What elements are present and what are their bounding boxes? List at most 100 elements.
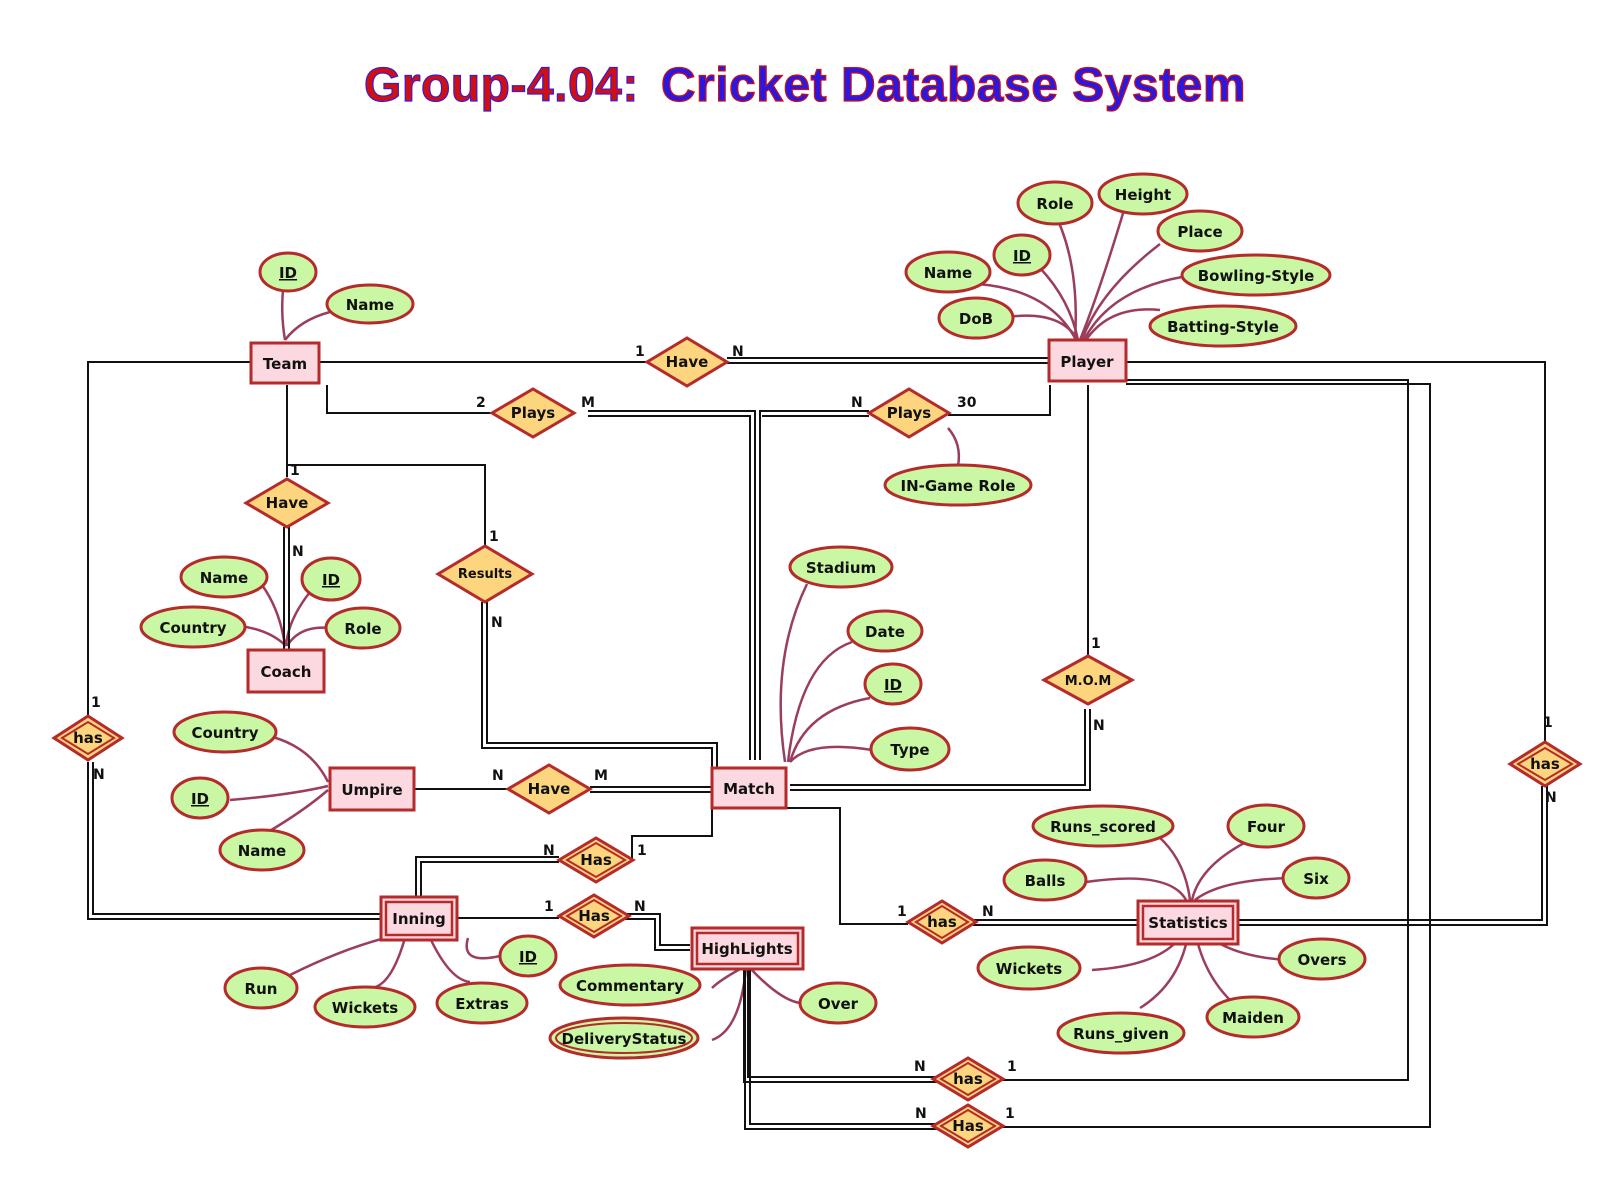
svg-text:1: 1	[489, 529, 499, 545]
entity-umpire-label: Umpire	[341, 781, 402, 799]
svg-text:Role: Role	[1036, 195, 1073, 213]
entity-team: Team	[249, 341, 321, 385]
svg-text:N: N	[93, 767, 105, 783]
svg-text:Name: Name	[924, 264, 972, 282]
relationship-lines	[87, 357, 1548, 1130]
rel-highlights-has-player-2: Has	[930, 1103, 1006, 1149]
svg-text:ID: ID	[519, 948, 537, 966]
rel-match-has-statistics: has	[905, 899, 979, 945]
attr-umpire-name: Name	[218, 828, 306, 872]
svg-text:1: 1	[1543, 715, 1553, 731]
rel-team-have-coach: Have	[243, 477, 331, 529]
svg-text:Stadium: Stadium	[806, 559, 876, 577]
rel-mom: M.O.M	[1040, 654, 1136, 706]
svg-text:N: N	[1545, 790, 1557, 806]
attr-player-height: Height	[1097, 172, 1189, 216]
attr-umpire-country: Country	[172, 710, 278, 754]
entity-match: Match	[710, 766, 788, 810]
attr-umpire-id: ID	[170, 776, 230, 820]
svg-text:Batting-Style: Batting-Style	[1167, 318, 1279, 336]
svg-text:ID: ID	[279, 264, 297, 282]
svg-text:N: N	[1093, 718, 1105, 734]
rel-highlights-has-player-1: has	[930, 1056, 1006, 1102]
svg-text:1: 1	[544, 899, 554, 915]
svg-text:Four: Four	[1247, 818, 1286, 836]
entity-player: Player	[1047, 338, 1128, 383]
svg-text:Runs_given: Runs_given	[1073, 1025, 1169, 1043]
svg-text:N: N	[292, 544, 304, 560]
attr-coach-id: ID	[300, 556, 362, 602]
rel-umpire-have-label: Have	[528, 780, 571, 798]
svg-text:1: 1	[1007, 1059, 1017, 1075]
rel-results: Results	[435, 544, 535, 604]
entity-highlights: HighLights	[690, 926, 805, 971]
attr-stats-wickets: Wickets	[976, 945, 1082, 991]
rel-player-plays-label: Plays	[887, 404, 932, 422]
attr-player-role: Role	[1016, 180, 1094, 226]
rel-inning-has-hl-label: Has	[578, 907, 610, 925]
rel-team-has-inning-label: has	[73, 729, 103, 747]
rel-team-plays-match: Plays	[489, 387, 577, 439]
svg-text:Balls: Balls	[1025, 872, 1066, 890]
svg-text:N: N	[543, 843, 555, 859]
cardinality-labels: 1 N 2 M N 30 1 N 1 N 1 N N M N 1 1 N 1 N…	[91, 344, 1557, 1122]
svg-text:N: N	[915, 1106, 927, 1122]
entity-coach-label: Coach	[260, 663, 311, 681]
rel-player-has-statistics: has	[1507, 740, 1583, 788]
svg-text:Name: Name	[238, 842, 286, 860]
attr-stats-balls: Balls	[1002, 858, 1088, 902]
attr-match-date: Date	[846, 609, 924, 653]
attr-player-batting-style: Batting-Style	[1148, 304, 1298, 348]
attr-inning-extras: Extras	[435, 981, 529, 1025]
svg-text:Place: Place	[1177, 223, 1222, 241]
svg-text:30: 30	[957, 395, 977, 411]
entity-statistics: Statistics	[1136, 899, 1240, 946]
svg-text:1: 1	[290, 463, 300, 479]
attr-inning-id: ID	[498, 934, 558, 978]
svg-text:Runs_scored: Runs_scored	[1050, 818, 1156, 836]
svg-text:DoB: DoB	[959, 310, 993, 328]
svg-text:DeliveryStatus: DeliveryStatus	[562, 1030, 687, 1048]
attr-coach-country: Country	[139, 605, 247, 649]
attr-stats-maiden: Maiden	[1205, 995, 1301, 1039]
svg-text:Country: Country	[191, 724, 258, 742]
svg-text:N: N	[851, 395, 863, 411]
attr-match-id: ID	[863, 662, 923, 706]
attributes: ID Name Role Height Place ID Name Bowlin…	[139, 172, 1367, 1060]
attr-player-bowling-style: Bowling-Style	[1180, 253, 1332, 297]
entity-inning-label: Inning	[392, 910, 446, 928]
svg-text:Overs: Overs	[1297, 951, 1346, 969]
attr-match-type: Type	[869, 726, 951, 772]
rel-team-have-player-label: Have	[666, 353, 709, 371]
attr-coach-name: Name	[179, 555, 269, 599]
attr-team-name: Name	[325, 283, 415, 325]
svg-text:M: M	[594, 768, 608, 784]
svg-text:N: N	[491, 615, 503, 631]
svg-text:IN-Game Role: IN-Game Role	[901, 477, 1016, 495]
attr-inning-wickets: Wickets	[313, 985, 417, 1029]
attr-hl-commentary: Commentary	[558, 963, 702, 1007]
entity-coach: Coach	[246, 648, 326, 694]
svg-text:Maiden: Maiden	[1222, 1009, 1284, 1027]
entity-player-label: Player	[1060, 353, 1114, 371]
svg-text:Role: Role	[344, 620, 381, 638]
svg-text:Name: Name	[346, 296, 394, 314]
svg-text:Wickets: Wickets	[996, 960, 1062, 978]
svg-text:2: 2	[476, 395, 486, 411]
rel-inning-has-highlights: Has	[556, 893, 632, 939]
svg-text:ID: ID	[1013, 247, 1031, 265]
entity-highlights-label: HighLights	[701, 940, 792, 958]
svg-text:Height: Height	[1115, 186, 1171, 204]
rel-hl-has-player-2-label: Has	[952, 1117, 984, 1135]
title-group-label: Group-4.04:	[363, 58, 639, 112]
rel-team-plays-label: Plays	[511, 404, 556, 422]
svg-text:N: N	[634, 899, 646, 915]
entity-statistics-label: Statistics	[1148, 914, 1228, 932]
attr-player-name: Name	[904, 250, 992, 294]
svg-text:ID: ID	[322, 571, 340, 589]
entity-team-label: Team	[263, 355, 307, 373]
svg-text:Six: Six	[1303, 870, 1329, 888]
svg-text:1: 1	[91, 695, 101, 711]
rel-team-have-player: Have	[644, 336, 730, 388]
